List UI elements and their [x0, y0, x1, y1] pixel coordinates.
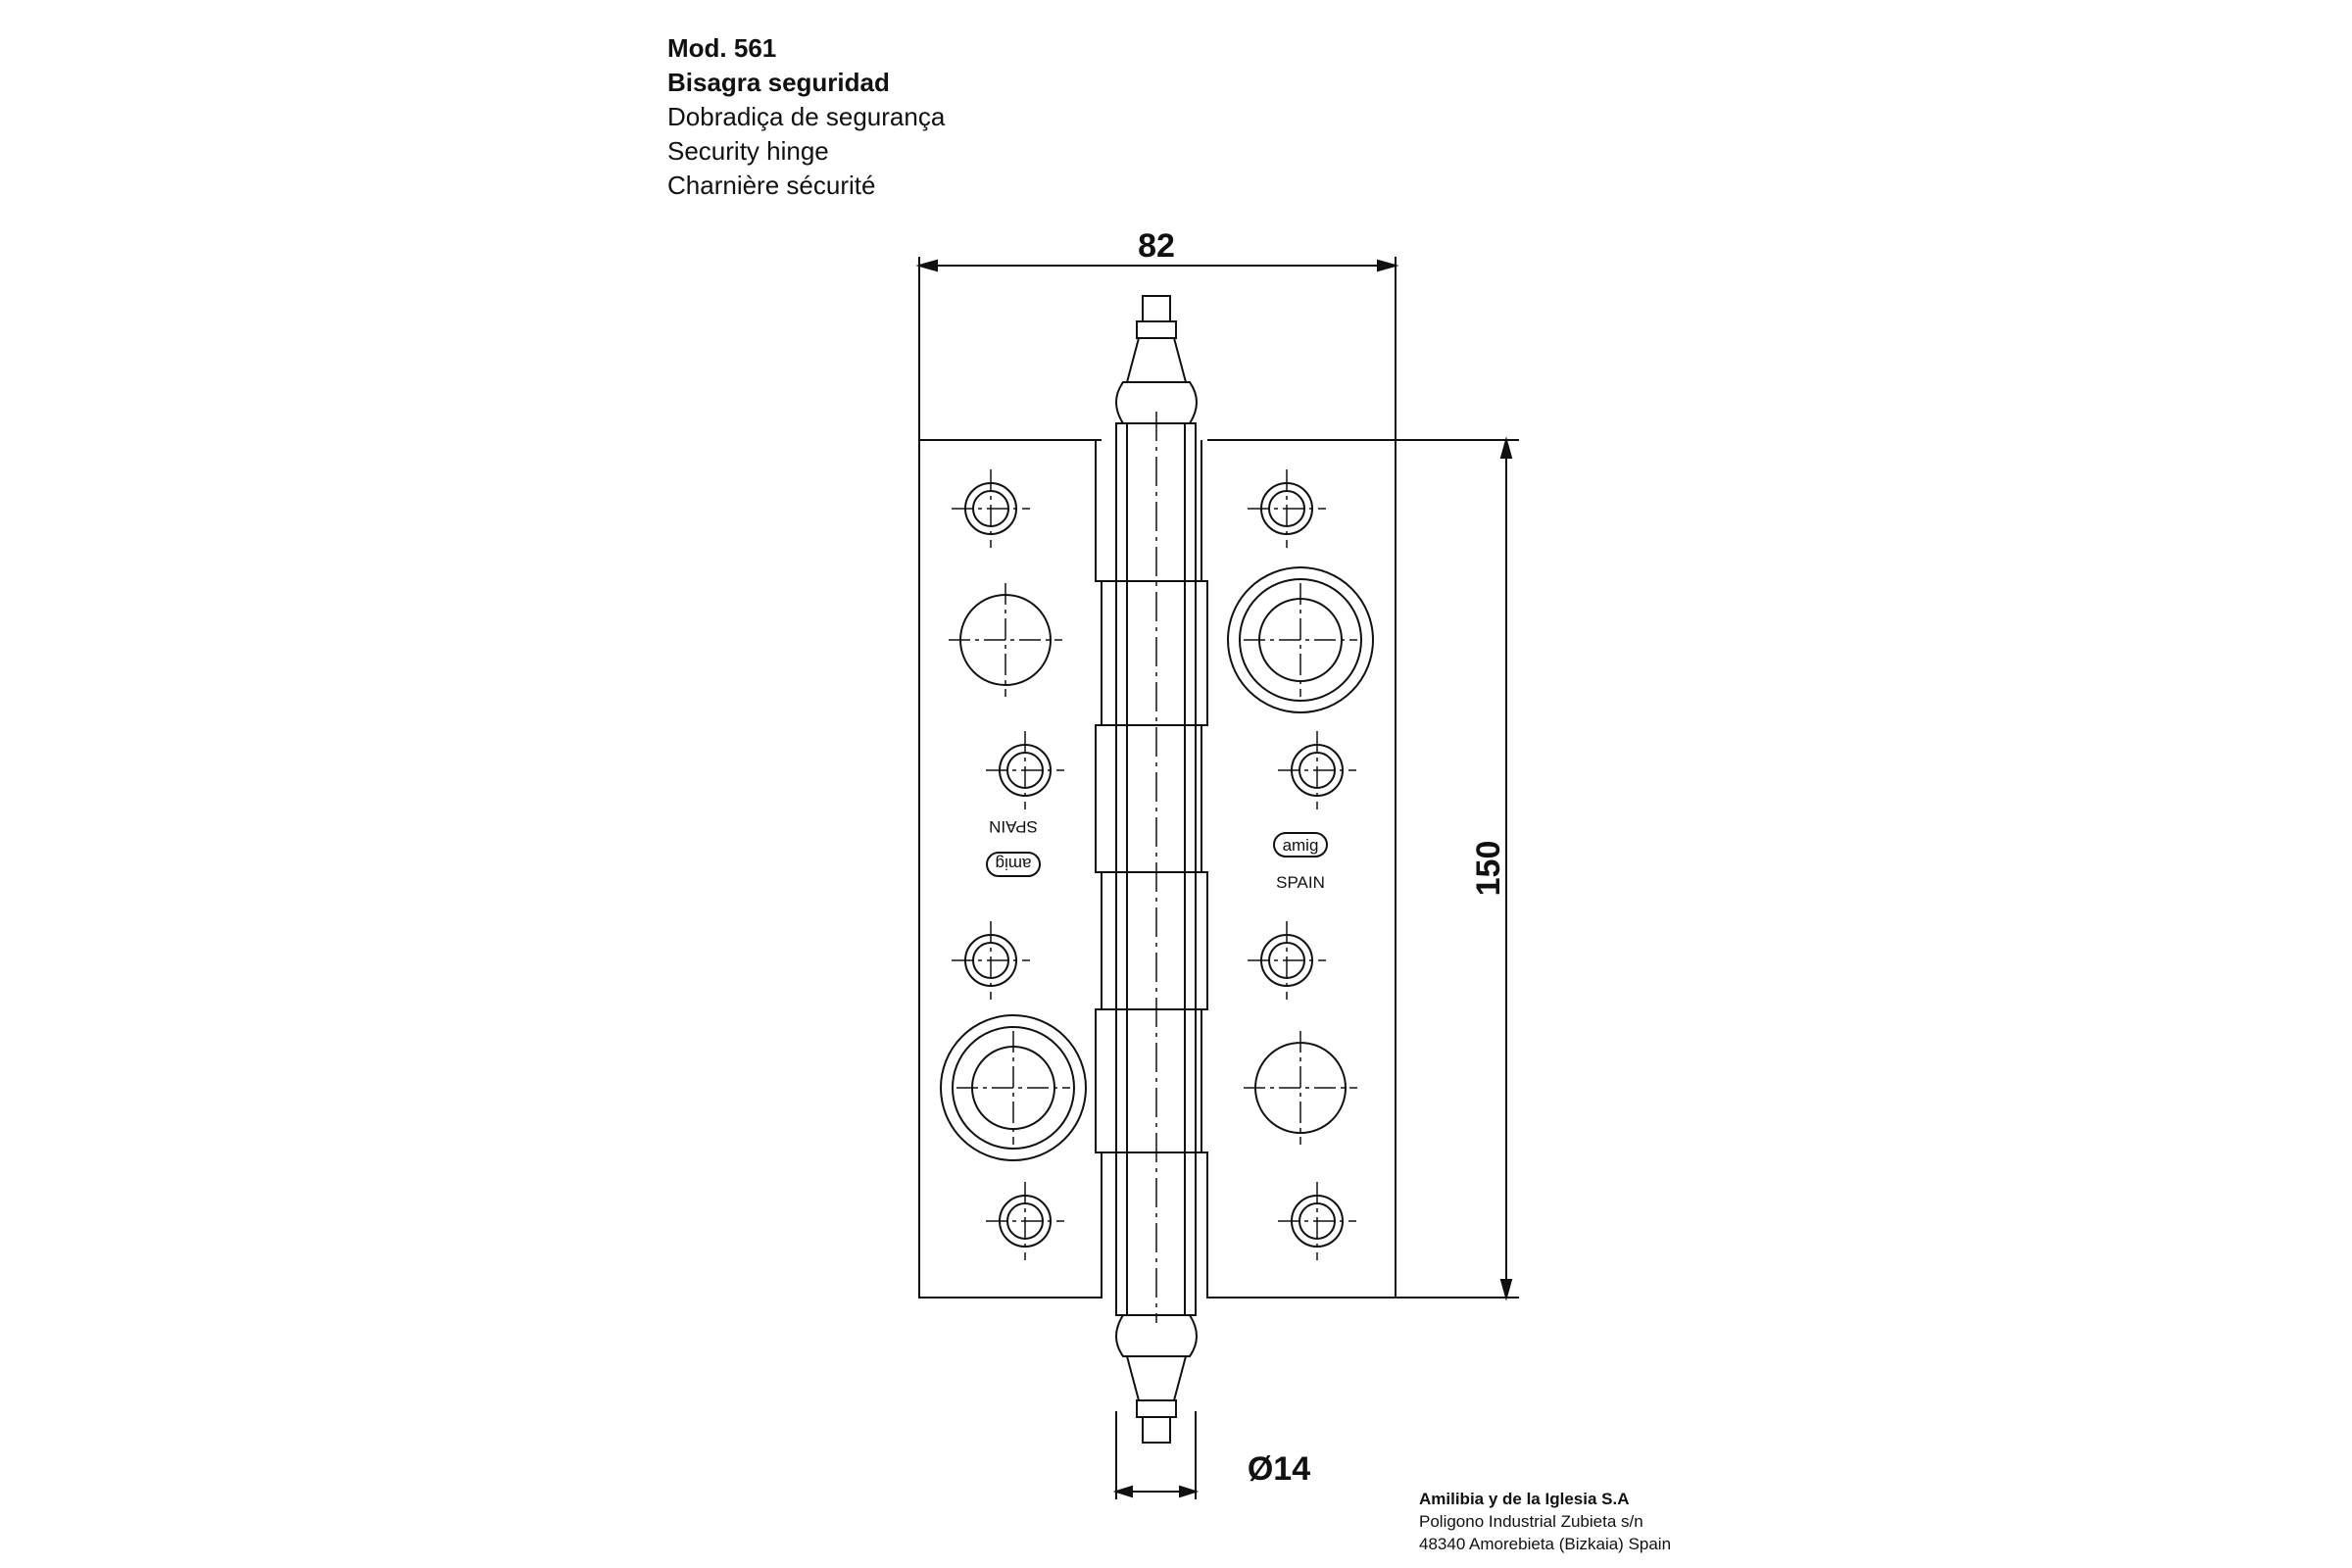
- pin-diameter-dimension: Ø14: [1112, 1411, 1310, 1499]
- right-leaf: [1200, 439, 1396, 1298]
- small-screw-hole: [986, 731, 1064, 809]
- small-screw-hole: [1278, 1182, 1356, 1260]
- screw-holes: [940, 469, 1374, 1260]
- countersunk-hole: [940, 1014, 1087, 1161]
- product-name-en: Security hinge: [667, 136, 829, 166]
- height-dimension: 150: [1396, 436, 1519, 1301]
- left-logo: amig SPAIN: [986, 817, 1041, 877]
- large-hole: [949, 583, 1062, 697]
- width-dimension: 82: [915, 227, 1399, 440]
- spain-mark: SPAIN: [1276, 873, 1325, 892]
- right-logo: amig SPAIN: [1273, 832, 1328, 892]
- small-screw-hole: [1248, 921, 1326, 1000]
- product-name-es: Bisagra seguridad: [667, 68, 890, 97]
- company-address-2: 48340 Amorebieta (Bizkaia) Spain: [1419, 1535, 1672, 1553]
- hinge-pin: [1096, 412, 1207, 1323]
- company-block: Amilibia y de la Iglesia S.A Poligono In…: [1419, 1488, 1671, 1555]
- countersunk-hole: [1227, 566, 1374, 713]
- company-name: Amilibia y de la Iglesia S.A: [1419, 1490, 1630, 1508]
- title-block: Mod. 561 Bisagra seguridad Dobradiça de …: [667, 31, 945, 203]
- product-name-pt: Dobradiça de segurança: [667, 102, 946, 131]
- logo-text: amig: [1283, 836, 1319, 855]
- small-screw-hole: [986, 1182, 1064, 1260]
- model-number: Mod. 561: [667, 33, 777, 63]
- bottom-finial: [1115, 1314, 1198, 1444]
- pin-diameter-label: Ø14: [1248, 1450, 1310, 1488]
- height-label: 150: [1470, 841, 1507, 897]
- width-label: 82: [1138, 227, 1175, 265]
- logo-text: amig: [996, 855, 1032, 873]
- top-finial: [1115, 295, 1198, 424]
- large-hole: [1244, 1031, 1357, 1145]
- small-screw-hole: [952, 469, 1030, 548]
- product-name-fr: Charnière sécurité: [667, 171, 876, 200]
- spain-mark: SPAIN: [989, 817, 1038, 836]
- small-screw-hole: [1278, 731, 1356, 809]
- small-screw-hole: [952, 921, 1030, 1000]
- company-address-1: Poligono Industrial Zubieta s/n: [1419, 1512, 1643, 1531]
- small-screw-hole: [1248, 469, 1326, 548]
